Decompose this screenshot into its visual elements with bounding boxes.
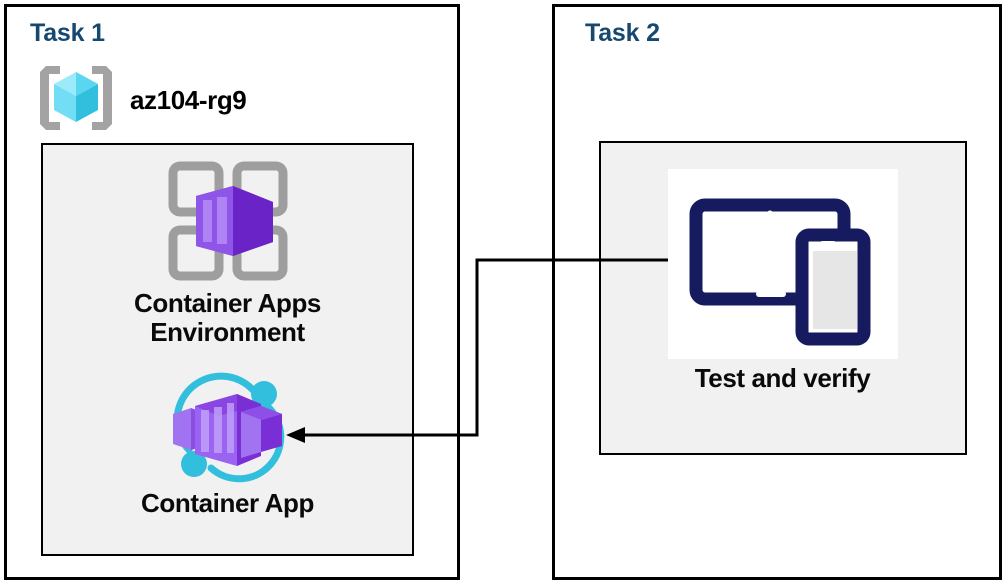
node-container-app: Container App	[60, 372, 395, 518]
container-apps-environment-icon	[165, 158, 291, 289]
container-apps-environment-label: Container Apps Environment	[133, 288, 321, 348]
test-devices-icon	[668, 169, 898, 364]
test-and-verify-label: Test and verify	[694, 363, 871, 393]
node-container-apps-environment: Container Apps Environment	[60, 158, 395, 348]
resource-group-row: az104-rg9	[36, 62, 247, 139]
container-app-label: Container App	[141, 488, 314, 518]
azure-resource-group-icon	[36, 62, 116, 139]
node-test-and-verify: Test and verify	[640, 169, 925, 393]
resource-group-label: az104-rg9	[130, 85, 247, 115]
task-1-title: Task 1	[30, 19, 105, 47]
container-app-icon	[165, 372, 291, 489]
task-2-title: Task 2	[585, 19, 660, 47]
